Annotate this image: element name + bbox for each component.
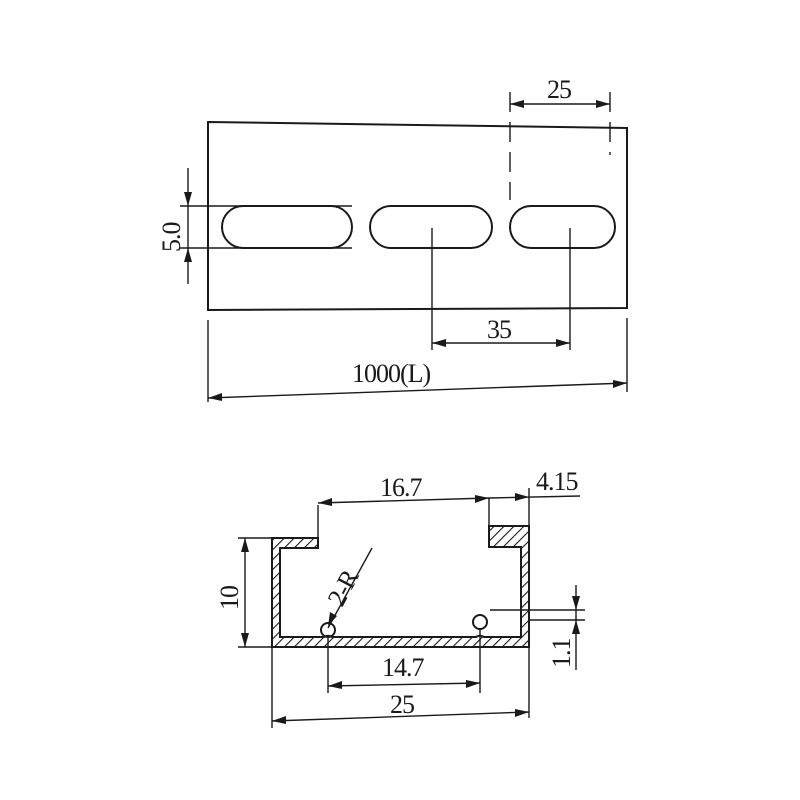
dim-thickness: 1.1 bbox=[490, 585, 585, 670]
dim-length: 1000(L) bbox=[207, 318, 628, 402]
dim-thickness-label: 1.1 bbox=[547, 639, 576, 669]
dim-top-opening-label: 16.7 bbox=[380, 473, 423, 502]
dim-slot-pitch-right: 25 bbox=[509, 75, 611, 200]
dim-slot-spacing: 35 bbox=[431, 228, 571, 350]
dim-slot-pitch-right-label: 25 bbox=[547, 75, 571, 104]
channel-profile bbox=[271, 525, 530, 648]
dim-bottom-inner-label: 14.7 bbox=[382, 653, 425, 682]
dim-length-label: 1000(L) bbox=[352, 359, 431, 388]
dim-lip-width: 4.15 bbox=[488, 467, 581, 526]
dim-height: 10 bbox=[215, 537, 272, 648]
top-view: 25 5.0 35 1000(L) bbox=[157, 75, 628, 402]
section-view: 16.7 4.15 10 2-R bbox=[215, 467, 585, 728]
dim-radius: 2-R bbox=[322, 547, 373, 629]
radius-groove-right bbox=[472, 614, 488, 630]
slot-2 bbox=[369, 205, 493, 249]
slot-3 bbox=[509, 205, 616, 249]
dim-total-width: 25 bbox=[271, 647, 530, 728]
dim-radius-label: 2-R bbox=[322, 564, 365, 611]
dim-height-label: 10 bbox=[215, 585, 244, 610]
dim-lip-width-label: 4.15 bbox=[536, 467, 578, 496]
dim-top-opening: 16.7 bbox=[317, 473, 490, 538]
dim-slot-height: 5.0 bbox=[157, 168, 352, 284]
dim-slot-spacing-label: 35 bbox=[487, 315, 511, 344]
dim-bottom-inner: 14.7 bbox=[327, 629, 481, 693]
rail-plate-outline bbox=[207, 120, 628, 312]
dim-slot-height-label: 5.0 bbox=[157, 222, 186, 253]
slot-1 bbox=[221, 205, 353, 249]
dim-total-width-label: 25 bbox=[390, 690, 414, 719]
